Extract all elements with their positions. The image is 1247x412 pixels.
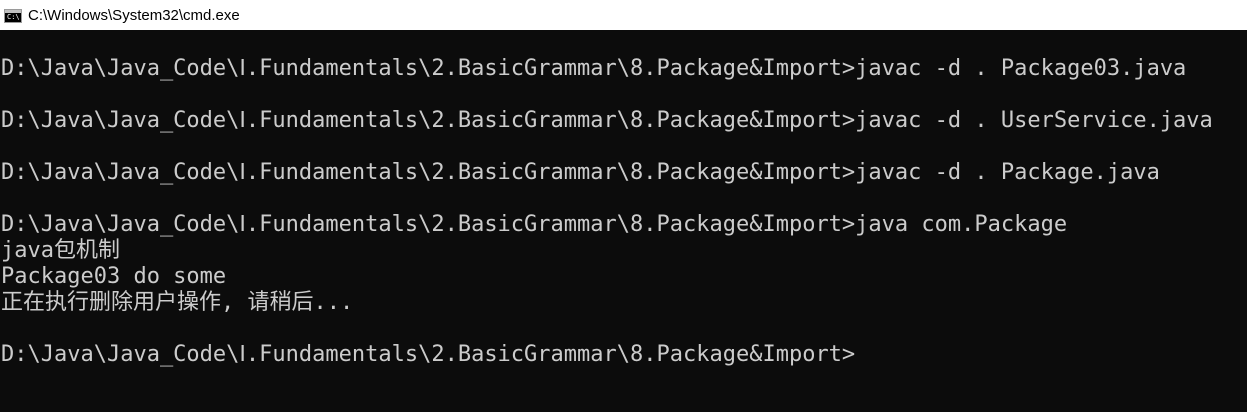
title-bar[interactable]: C:\ C:\Windows\System32\cmd.exe	[0, 0, 1247, 30]
console-line-6	[1, 186, 1247, 212]
console-line-11	[1, 316, 1247, 342]
window-title: C:\Windows\System32\cmd.exe	[28, 6, 240, 24]
console-line-9: Package03 do some	[1, 264, 227, 289]
console-line-3: D:\Java\Java_Code\Ⅰ.Fundamentals\2.Basic…	[1, 108, 1213, 133]
console-line-7: D:\Java\Java_Code\Ⅰ.Fundamentals\2.Basic…	[1, 212, 1068, 237]
console-line-1: D:\Java\Java_Code\Ⅰ.Fundamentals\2.Basic…	[1, 56, 1187, 81]
console-line-4	[1, 134, 1247, 160]
console-line-5: D:\Java\Java_Code\Ⅰ.Fundamentals\2.Basic…	[1, 160, 1160, 185]
cmd-console-icon[interactable]: C:\	[4, 8, 22, 23]
console-line-8: java包机制	[1, 238, 120, 263]
console-prompt-line[interactable]: D:\Java\Java_Code\Ⅰ.Fundamentals\2.Basic…	[1, 342, 856, 367]
console-line-2	[1, 82, 1247, 108]
console-output[interactable]: D:\Java\Java_Code\Ⅰ.Fundamentals\2.Basic…	[0, 30, 1247, 412]
console-line-10: 正在执行删除用户操作, 请稍后...	[1, 290, 354, 315]
cmd-icon-bar	[5, 9, 21, 13]
cmd-icon-glyph: C:\	[7, 12, 20, 21]
